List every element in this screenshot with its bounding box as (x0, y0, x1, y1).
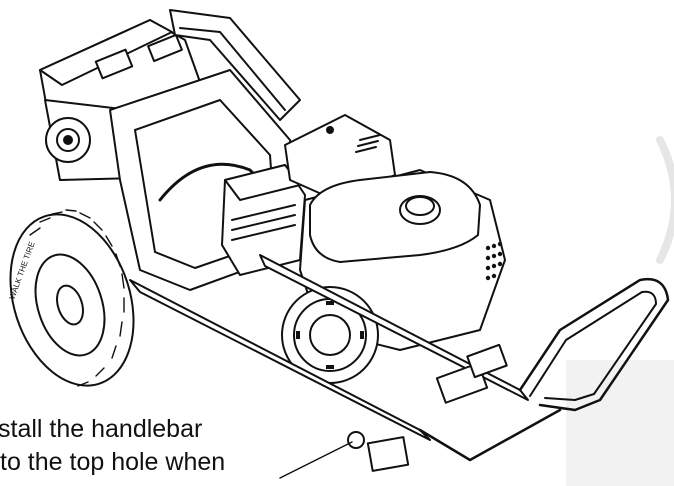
bracket-right (147, 33, 183, 63)
handlebar-inner (529, 290, 657, 401)
caption-leader-line (279, 441, 353, 479)
air-cleaner-rib-3 (231, 224, 296, 241)
air-cleaner-rib-1 (231, 204, 296, 221)
shroud-vent-2 (357, 140, 379, 147)
background-shade-right (566, 360, 674, 486)
shroud-vent-hole (326, 126, 334, 134)
shroud-vent-3 (355, 146, 377, 153)
fuel-cap-ridge (405, 196, 435, 216)
handlebar-crossbar (418, 408, 562, 462)
engine-side-vents (485, 241, 503, 281)
height-adjust-bracket-2 (466, 343, 508, 379)
bracket-left (94, 48, 134, 80)
tire-tread (29, 209, 125, 387)
adjust-knob (347, 431, 365, 449)
belt-guard-top (39, 19, 173, 86)
bearing-hub-bolt (63, 135, 73, 145)
lower-frame-rail-2 (259, 254, 529, 401)
background-arc (656, 136, 674, 264)
shroud-vent-1 (359, 134, 381, 141)
caption-line-2: to the top hole when (0, 448, 226, 476)
lower-frame-rail (129, 279, 431, 441)
fuel-cap (399, 195, 441, 225)
handlebar (518, 277, 670, 412)
recoil-starter-hub (309, 314, 351, 356)
fuel-tank (309, 171, 481, 263)
upper-frame-rail (169, 9, 301, 121)
air-cleaner-rib-2 (231, 214, 296, 231)
foot-bracket (366, 436, 410, 472)
wheel-hub (56, 284, 84, 326)
frame-inner-rail (179, 27, 286, 111)
recoil-starter-slots (296, 301, 364, 369)
caption-line-1: stall the handlebar (0, 415, 203, 443)
